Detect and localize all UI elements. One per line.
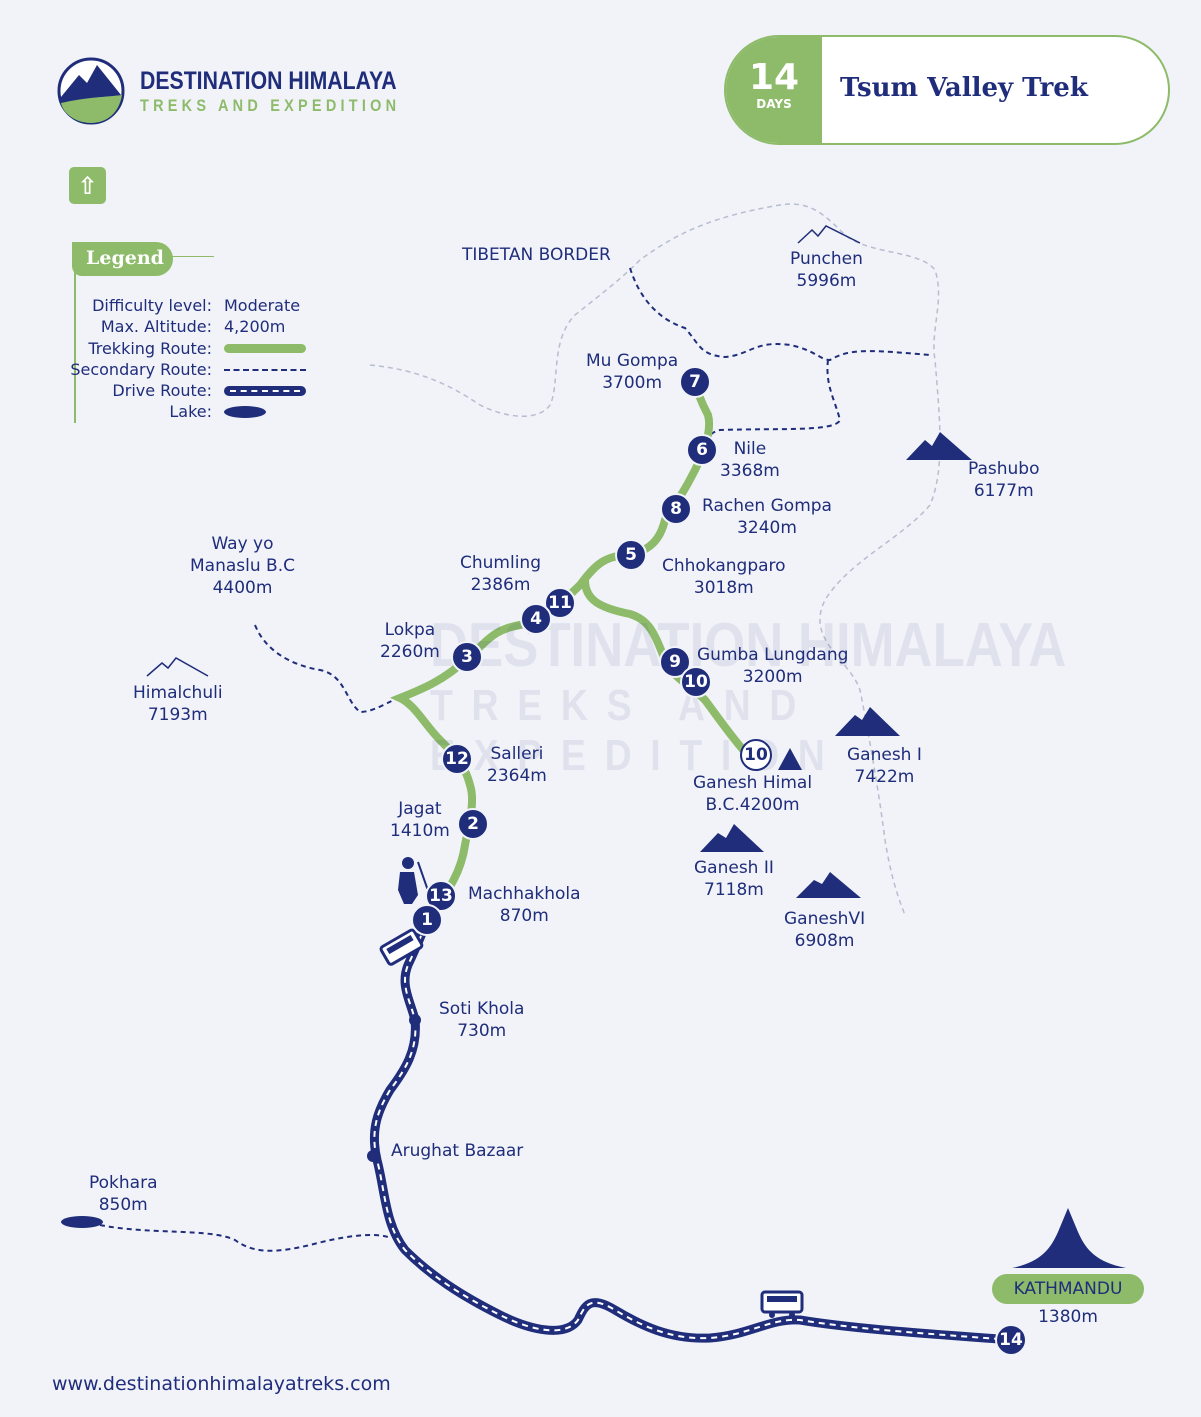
- day-marker-12[interactable]: 12: [441, 743, 473, 775]
- logo[interactable]: DESTINATION HIMALAYA TREKS AND EXPEDITIO…: [57, 57, 446, 125]
- secondary-route-pokhara: [99, 1224, 389, 1252]
- secondary-route-manaslu: [254, 624, 401, 714]
- tibetan-border-label: TIBETAN BORDER: [462, 245, 611, 265]
- legend-title: Legend: [72, 242, 173, 276]
- lake-pokhara: [61, 1216, 103, 1228]
- stop-arughat: [367, 1150, 379, 1162]
- brand-name: DESTINATION HIMALAYA: [140, 66, 397, 95]
- day-marker-3[interactable]: 3: [451, 641, 483, 673]
- day-marker-5[interactable]: 5: [615, 539, 647, 571]
- mountain-icon-punchen: [797, 225, 861, 244]
- day-marker-9[interactable]: 9: [659, 646, 691, 678]
- stop-soti-khola: [409, 1014, 421, 1026]
- difficulty-value: Moderate: [224, 296, 301, 315]
- day-marker-1[interactable]: 1: [411, 904, 443, 936]
- legend: Legend: [72, 240, 332, 425]
- mountain-icon-pashubo: [906, 432, 972, 460]
- day-marker-14[interactable]: 14: [995, 1324, 1027, 1356]
- day-marker-6[interactable]: 6: [686, 434, 718, 466]
- hiker-icon: [398, 857, 433, 904]
- day-marker-2[interactable]: 2: [457, 808, 489, 840]
- stupa-icon: [1012, 1208, 1126, 1268]
- day-marker-8[interactable]: 8: [660, 493, 692, 525]
- day-marker-7[interactable]: 7: [679, 366, 711, 398]
- trek-title-badge: 14 DAYS Tsum Valley Trek: [724, 35, 1170, 145]
- secondary-route-border: [629, 267, 931, 449]
- trekking-route: [389, 378, 714, 924]
- day-marker-10[interactable]: 10: [680, 666, 712, 698]
- brand-tagline: TREKS AND EXPEDITION: [140, 95, 401, 115]
- mountain-icon-himalchuli: [146, 657, 209, 677]
- border-line: [369, 203, 941, 916]
- mountain-icon-ganesh-i: [835, 707, 900, 736]
- place-arughat-bazaar: Arughat Bazaar: [391, 1141, 524, 1161]
- website-link[interactable]: www.destinationhimalayatreks.com: [52, 1373, 391, 1395]
- tent-icon: [778, 748, 802, 770]
- day-marker-4[interactable]: 4: [520, 603, 552, 635]
- logo-mountain-icon: [57, 57, 125, 125]
- day-marker-11[interactable]: 11: [544, 587, 576, 619]
- day-marker-13[interactable]: 13: [425, 880, 457, 912]
- max-altitude-value: 4,200m: [224, 317, 286, 336]
- north-arrow-icon: ⇧: [69, 167, 106, 204]
- drive-route-swatch: [224, 385, 306, 396]
- bus-icon-kathmandu: [760, 1290, 804, 1318]
- mountain-icon-ganesh-ii: [700, 824, 764, 852]
- mountain-icon-ganesh-vi: [796, 872, 861, 898]
- days-badge: 14 DAYS: [726, 37, 822, 143]
- drive-route: [369, 915, 1016, 1345]
- lake-swatch: [224, 405, 266, 418]
- mountain-icons: [146, 225, 1126, 1268]
- day-marker-10-camp[interactable]: 10: [740, 739, 772, 771]
- trek-title: Tsum Valley Trek: [840, 73, 1088, 103]
- secondary-route-swatch: [224, 368, 306, 371]
- bus-icon-arughat: [379, 928, 424, 966]
- trekking-route-swatch: [224, 344, 306, 353]
